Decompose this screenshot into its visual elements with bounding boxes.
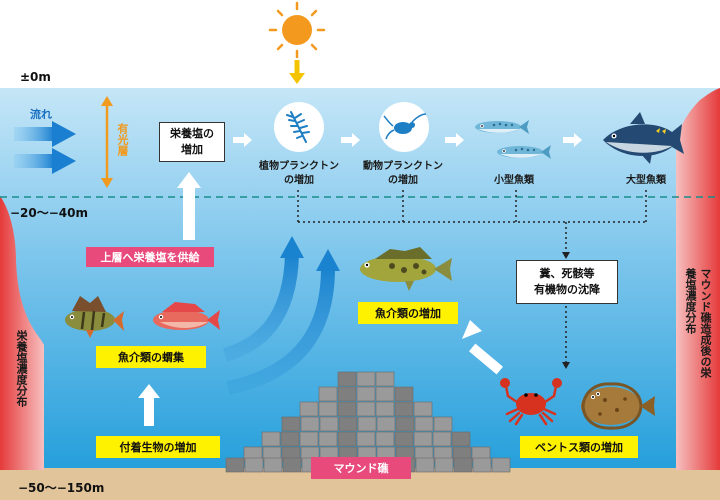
fish-gathering-label: 魚介類の蝟集	[96, 346, 206, 368]
sedimentation-box: 糞、死骸等 有機物の沈降	[516, 260, 618, 304]
reef-block	[395, 416, 415, 432]
reef-block	[375, 431, 395, 447]
nutrient-increase-line2: 増加	[181, 143, 203, 156]
zooplankton-label-line1: 動物プランクトン	[363, 161, 443, 172]
nutrient-increase-line1: 栄養塩の	[170, 127, 214, 140]
reef-block	[394, 431, 414, 447]
reef-block	[282, 457, 302, 473]
small-fish-icon	[497, 145, 551, 159]
reef-block	[375, 401, 395, 417]
reef-block	[337, 431, 357, 447]
large-fish-label: 大型魚類	[626, 175, 666, 186]
mound-reef-label: マウンド礁	[311, 457, 411, 479]
reef-block	[281, 416, 301, 432]
sediment-flow-lines	[297, 190, 647, 362]
reef-block	[263, 457, 283, 473]
reef-block	[244, 457, 264, 473]
reef-block	[318, 386, 338, 402]
reef-block	[415, 457, 435, 473]
photic-zone-arrow-icon	[101, 96, 113, 188]
reef-block	[299, 401, 319, 417]
food-chain-arrows	[233, 133, 582, 147]
small-fish-label: 小型魚類	[494, 175, 534, 186]
crab-icon	[500, 378, 562, 426]
small-fish-icon	[475, 120, 529, 134]
reef-block	[356, 401, 376, 417]
reef-block	[375, 386, 395, 402]
zooplankton-label-line2: の増加	[388, 175, 418, 186]
phytoplankton-label-line2: の増加	[284, 175, 314, 186]
reef-block	[472, 457, 492, 473]
zooplankton-label: 動物プランクトン の増加	[358, 160, 448, 188]
depth-label-surface: ±0m	[20, 70, 51, 84]
photic-zone-label: 有光層	[116, 123, 129, 156]
reef-block	[413, 401, 433, 417]
reef-block	[375, 371, 395, 387]
right-nutrient-label: マウンド礁造成後の栄養塩濃度分布	[684, 268, 712, 378]
reef-block	[376, 416, 396, 432]
flatfish-icon	[581, 382, 655, 430]
reef-block	[280, 431, 300, 447]
reef-block	[338, 416, 358, 432]
reef-block	[356, 371, 376, 387]
current-label: 流れ	[30, 108, 52, 121]
reef-block	[299, 431, 319, 447]
left-nutrient-label: 栄養塩濃度分布	[15, 330, 28, 407]
current-arrow-icon	[14, 121, 76, 174]
reef-block	[414, 416, 434, 432]
sedimentation-line2: 有機物の沈降	[534, 283, 600, 296]
perch-icon	[360, 247, 452, 291]
sun-icon	[268, 1, 326, 59]
reef-block	[318, 431, 338, 447]
phytoplankton-icon	[274, 102, 324, 152]
reef-block	[337, 371, 357, 387]
attached-organisms-label: 付着生物の増加	[96, 436, 220, 458]
phytoplankton-label-line1: 植物プランクトン	[259, 161, 339, 172]
reef-block	[225, 457, 245, 473]
depth-label-bottom: −50～−150m	[18, 481, 105, 495]
nutrient-increase-box: 栄養塩の 増加	[159, 122, 225, 162]
nutrient-supply-label: 上層へ栄養塩を供給	[86, 247, 214, 267]
sunlight-arrow-icon	[289, 60, 305, 84]
reef-block	[300, 416, 320, 432]
supply-up-arrows	[138, 172, 504, 426]
reef-block	[337, 401, 357, 417]
perch-icon	[65, 296, 124, 338]
reef-block	[357, 416, 377, 432]
reef-block	[433, 416, 453, 432]
sedimentation-line1: 糞、死骸等	[539, 267, 595, 280]
left-nutrient-gradient	[0, 196, 44, 470]
right-nutrient-gradient	[676, 88, 720, 470]
reef-block	[356, 386, 376, 402]
reef-block	[432, 431, 452, 447]
reef-block	[318, 401, 338, 417]
reef-block	[356, 431, 376, 447]
reef-block	[491, 457, 511, 473]
phytoplankton-label: 植物プランクトン の増加	[254, 160, 344, 188]
reef-block	[337, 386, 357, 402]
zooplankton-icon	[379, 102, 429, 152]
tuna-icon	[603, 112, 684, 164]
red-fish-icon	[153, 302, 220, 330]
depth-label-mid: −20～−40m	[10, 206, 89, 220]
reef-block	[453, 457, 473, 473]
reef-block	[394, 401, 414, 417]
fish-increase-label: 魚介類の増加	[358, 302, 458, 324]
reef-block	[413, 431, 433, 447]
reef-block	[434, 457, 454, 473]
upwelling-arrows	[222, 254, 335, 395]
reef-block	[319, 416, 339, 432]
benthos-increase-label: ベントス類の増加	[520, 436, 638, 458]
reef-block	[394, 386, 414, 402]
reef-block	[451, 431, 471, 447]
reef-block	[261, 431, 281, 447]
